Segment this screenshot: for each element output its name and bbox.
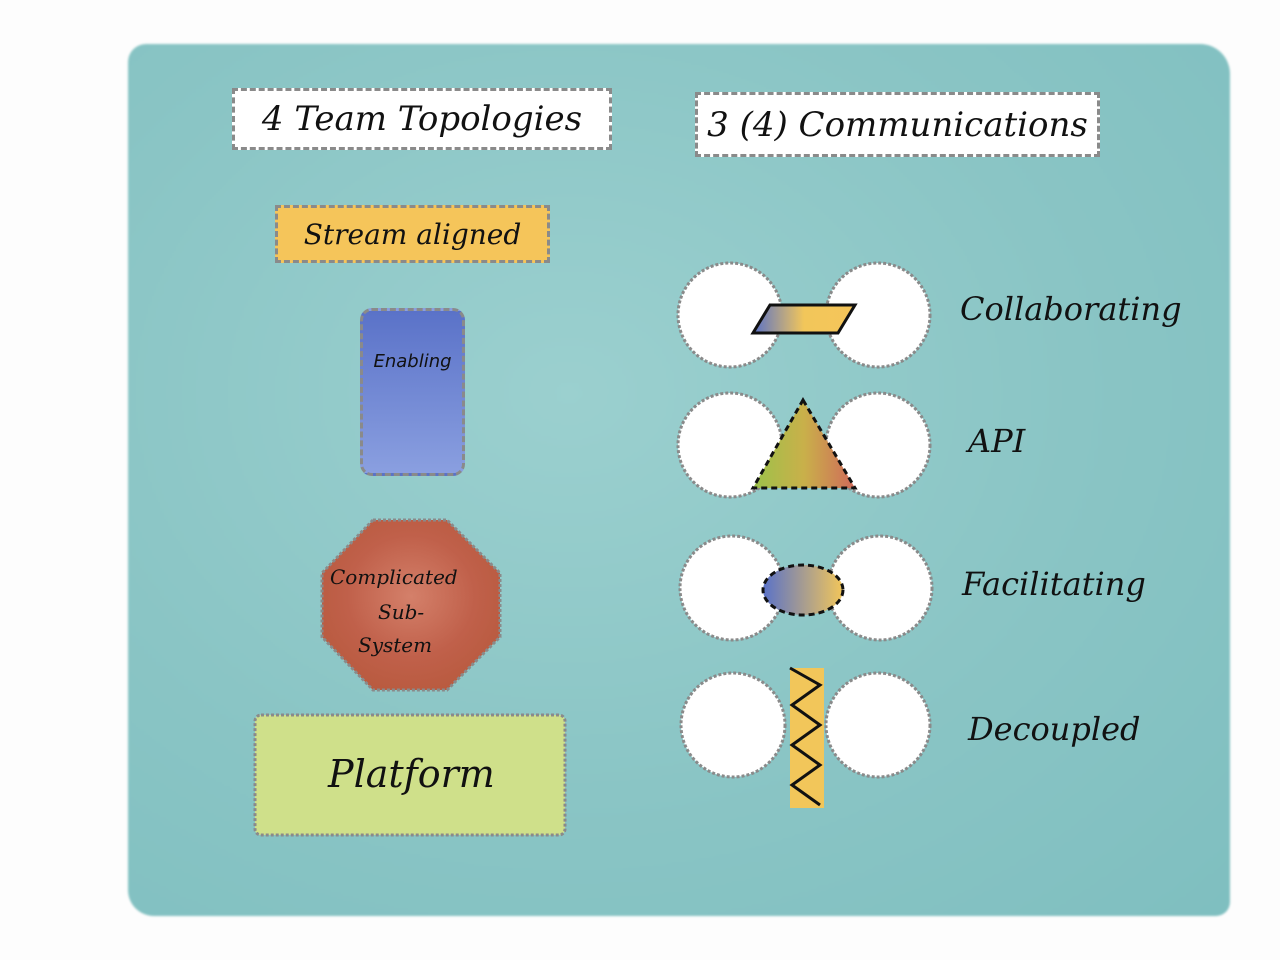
collaborating-parallelogram-icon <box>750 303 858 335</box>
facilitating-ellipse-icon <box>761 563 845 617</box>
complicated-label-3: System <box>358 633 433 657</box>
team-circle <box>824 261 932 369</box>
complicated-label-2: Sub- <box>378 600 425 624</box>
decoupled-zigzag-icon <box>789 666 823 807</box>
team-circle <box>826 534 934 642</box>
stream-aligned-team: Stream aligned <box>275 205 550 263</box>
team-circle <box>679 671 787 779</box>
team-circle <box>824 391 932 499</box>
decoupled-label: Decoupled <box>968 710 1141 748</box>
api-triangle-icon <box>750 397 858 490</box>
team-circle <box>824 671 932 779</box>
complicated-label-1: Complicated <box>330 565 458 589</box>
decoupled-strip-icon <box>790 668 824 808</box>
facilitating-label: Facilitating <box>962 565 1146 603</box>
enabling-team: Enabling <box>360 308 465 476</box>
collaborating-label: Collaborating <box>960 290 1182 328</box>
platform-team <box>253 713 567 837</box>
right-title: 3 (4) Communications <box>695 92 1100 157</box>
left-title: 4 Team Topologies <box>232 88 612 150</box>
api-label: API <box>968 422 1026 460</box>
platform-label: Platform <box>328 752 495 796</box>
complicated-subsystem-octagon <box>320 518 502 692</box>
